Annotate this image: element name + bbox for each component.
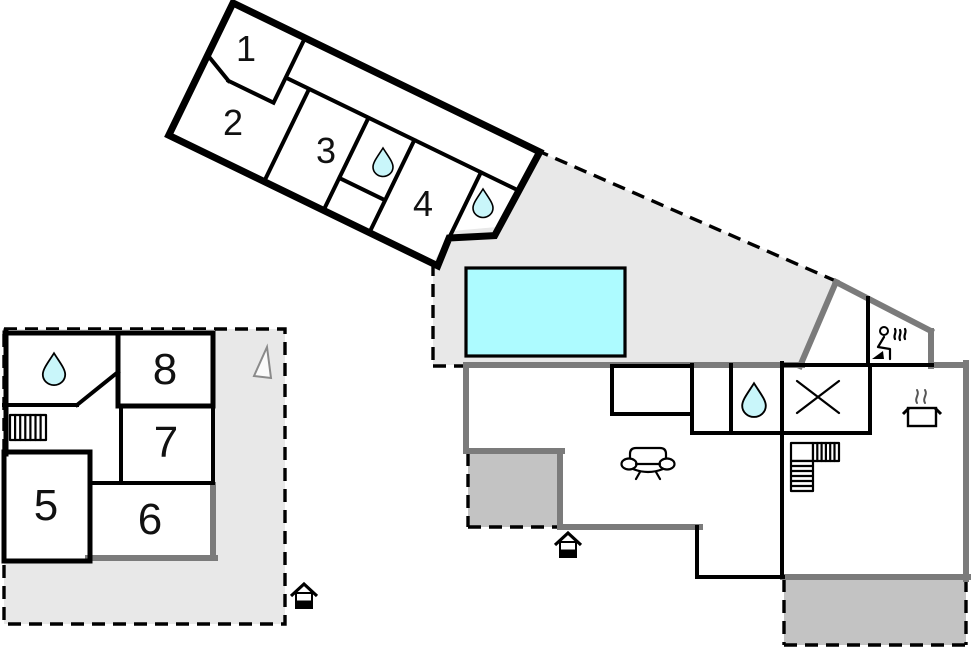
left-annex [1,328,218,564]
terrace-left-dashed [466,453,560,529]
water-drop-icon [472,187,494,219]
top-annex-inner-walls [204,35,523,240]
terrace-bottom-right-dashed [782,579,968,647]
room-label-5: 5 [34,481,58,530]
cross-mark-icon [795,379,841,415]
stove-pot-icon [901,389,943,428]
room-label-2: 2 [223,102,243,143]
sofa-icon [620,446,676,481]
water-drop-icon [372,146,394,178]
swimming-pool [464,266,627,358]
room-label-4: 4 [413,183,433,224]
top-annex [164,0,545,271]
left-annex-outer-walls [2,328,121,457]
room-label-1: 1 [236,28,256,69]
stairs-icon [789,441,841,493]
stairs-icon [8,413,48,442]
room-label-3: 3 [316,130,336,171]
room-label-6: 6 [138,495,162,544]
left-annex-bath-walls [2,369,121,408]
room-label-8: 8 [153,345,177,394]
terrace-bottom-right [784,577,966,645]
pool-yard-boundary-dashed [431,148,839,368]
sauna-person-icon [872,326,907,361]
left-annex-gray-walls [85,482,218,561]
house-entrance-icon [289,581,319,609]
closet-room-walls [610,364,694,416]
water-drop-icon [741,381,767,418]
living-area-floor [466,368,782,527]
left-annex-floor [4,330,215,561]
room-label-7: 7 [154,418,178,467]
room-5-walls [1,449,93,564]
left-yard-boundary-dashed [2,327,287,626]
terrace-left [468,451,560,527]
house-entrance-icon [553,530,583,558]
entry-room-floor [697,527,783,577]
north-triangle-icon [252,343,273,380]
main-house [463,277,971,582]
water-drop-icon [41,351,67,386]
